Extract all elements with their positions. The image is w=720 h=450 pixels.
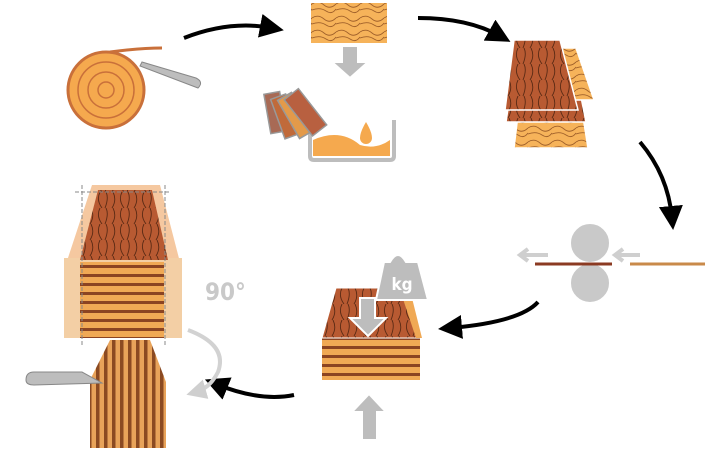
slicing-block-icon bbox=[25, 340, 166, 448]
rotate-block-icon: 90° bbox=[64, 185, 246, 399]
flow-arrow-4 bbox=[438, 300, 540, 339]
flow-arrow-3 bbox=[638, 140, 683, 230]
veneer-stack-icon bbox=[504, 39, 596, 149]
flow-arrow-2 bbox=[417, 16, 511, 42]
rotation-label: 90° bbox=[205, 278, 246, 306]
flow-arrow-1 bbox=[183, 13, 284, 40]
weight-label: kg bbox=[391, 275, 412, 295]
glue-roller-icon bbox=[516, 222, 705, 304]
log-peeling-icon bbox=[66, 46, 202, 130]
flow-arrow-5 bbox=[204, 377, 295, 400]
press-icon: kg bbox=[321, 254, 430, 441]
veneer-dyeing-icon bbox=[263, 3, 396, 162]
